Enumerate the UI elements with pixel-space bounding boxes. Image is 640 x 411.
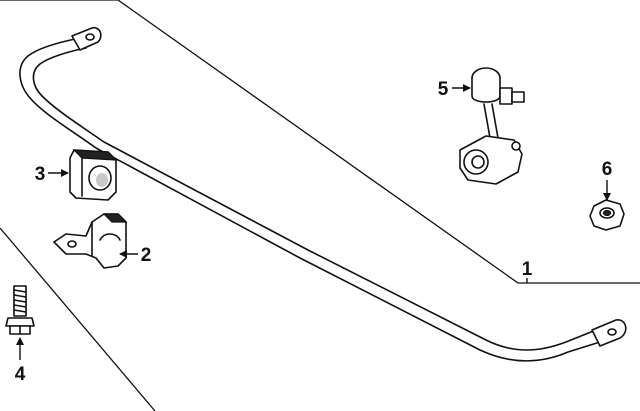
stabilizer-bar-icon [19, 26, 627, 362]
callout-4: 4 [15, 364, 26, 385]
stabilizer-link-icon [459, 67, 525, 185]
nut-icon [589, 199, 625, 231]
bushing-icon [69, 149, 118, 201]
callout-1: 1 [522, 259, 533, 280]
callout-leaders [16, 84, 611, 360]
callout-2: 2 [141, 245, 152, 266]
callout-6: 6 [602, 159, 613, 180]
bolt-icon [5, 285, 35, 335]
callout-5: 5 [438, 79, 449, 100]
bushing-bracket-icon [53, 213, 128, 269]
callout-labels: 1 2 3 4 5 6 [15, 79, 613, 385]
callout-3: 3 [35, 164, 46, 185]
